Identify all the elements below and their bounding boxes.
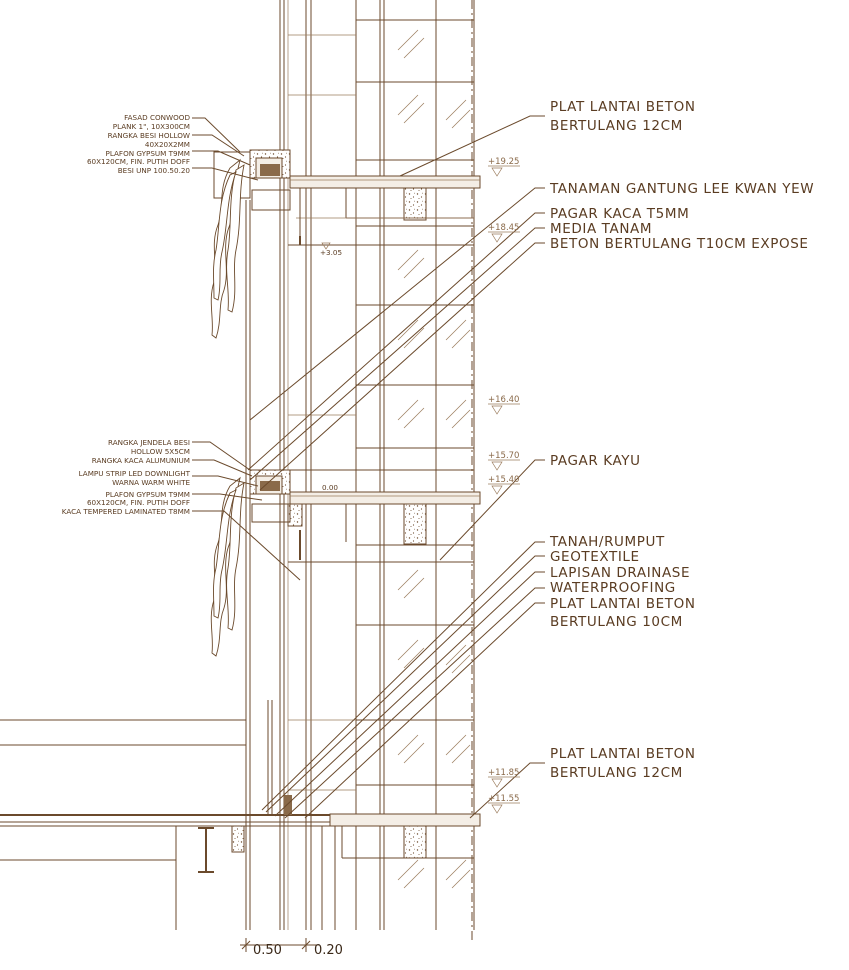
svg-text:0.00: 0.00 [322,483,338,492]
svg-text:+16.40: +16.40 [488,395,519,405]
glass-grid [288,19,474,889]
small-level-mark: 0.00 [322,483,338,492]
label-plafon-finish-2: 60X120CM, FIN. PUTIH DOFF [87,498,190,507]
left-labels-top: FASAD CONWOOD PLANK 1", 10X300CM RANGKA … [87,113,190,175]
label-tanah-rumput: TANAH/RUMPUT [549,534,665,550]
small-level-mark: +3.05 [320,242,342,257]
label-kaca-tempered: KACA TEMPERED LAMINATED T8MM [62,507,190,516]
level-marker: +16.40 [488,395,520,415]
leader-lines-right [247,115,545,819]
label-besi-unp: BESI UNP 100.50.20 [118,166,191,175]
label-media-tanam: MEDIA TANAM [550,221,652,237]
lower-slab [0,700,481,930]
label-rangka-kaca: RANGKA KACA ALUMUNIUM [92,456,190,465]
svg-text:+18.45: +18.45 [488,223,519,233]
svg-text:+15.40: +15.40 [488,475,519,485]
level-marker: +15.40 [488,475,520,495]
label-hollow-size: 40X20X2MM [145,140,190,149]
dimension-0-20: 0.20 [314,943,343,958]
level-marker: +19.25 [488,157,520,177]
label-plat-lantai-beton-12-top-line1: PLAT LANTAI BETON [550,99,696,115]
dimension-line: 0.50 0.20 [240,938,343,958]
label-plafon-gypsum: PLAFON GYPSUM T9MM [106,149,190,158]
middle-slab [249,469,481,563]
label-plafon-gypsum-2: PLAFON GYPSUM T9MM [106,490,190,499]
level-marker: +11.85 [488,768,520,788]
label-lapisan-drainase: LAPISAN DRAINASE [550,565,690,581]
right-labels: PLAT LANTAI BETON BERTULANG 12CM TANAMAN… [549,99,814,781]
upper-slab [213,149,481,246]
level-marker: +11.55 [488,794,520,814]
level-marker: +15.70 [488,451,520,471]
label-plat-lantai-beton-12-top-line2: BERTULANG 12CM [550,118,683,134]
label-fasad-conwood: FASAD CONWOOD [124,113,190,122]
svg-text:+3.05: +3.05 [320,248,342,257]
label-plat-lantai-beton-10-line1: PLAT LANTAI BETON [550,596,696,612]
label-pagar-kaca: PAGAR KACA T5MM [550,206,689,222]
level-markers: +19.25 +18.45 +16.40 +15.70 +15.40 +11.8… [320,157,520,814]
leader-lines-left [192,117,301,581]
hanging-plant-lower [210,476,245,657]
dimension-0-50: 0.50 [253,943,282,958]
svg-text:+11.85: +11.85 [488,768,519,778]
vertical-structure [245,0,475,940]
label-warna-warm: WARNA WARM WHITE [112,478,190,487]
svg-text:+11.55: +11.55 [488,794,519,804]
label-geotextile: GEOTEXTILE [550,549,640,565]
label-hollow-5x5: HOLLOW 5X5CM [131,447,190,456]
label-plafon-finish: 60X120CM, FIN. PUTIH DOFF [87,157,190,166]
label-plat-lantai-beton-12-bottom-line2: BERTULANG 12CM [550,765,683,781]
left-labels-bottom: RANGKA JENDELA BESI HOLLOW 5X5CM RANGKA … [62,438,191,516]
label-beton-bertulang-expose: BETON BERTULANG T10CM EXPOSE [550,236,809,252]
label-plat-lantai-beton-12-bottom-line1: PLAT LANTAI BETON [550,746,696,762]
label-waterproofing: WATERPROOFING [550,580,676,596]
label-pagar-kayu: PAGAR KAYU [550,453,641,469]
svg-text:+15.70: +15.70 [488,451,519,461]
label-rangka-besi-hollow: RANGKA BESI HOLLOW [108,131,190,140]
svg-text:+19.25: +19.25 [488,157,519,167]
label-lampu-strip: LAMPU STRIP LED DOWNLIGHT [79,469,191,478]
label-rangka-jendela: RANGKA JENDELA BESI [108,438,190,447]
label-plank: PLANK 1", 10X300CM [113,122,190,131]
hanging-plant-upper [210,158,245,339]
label-tanaman-gantung: TANAMAN GANTUNG LEE KWAN YEW [549,181,814,197]
level-marker: +18.45 [488,223,520,243]
label-plat-lantai-beton-10-line2: BERTULANG 10CM [550,614,683,630]
